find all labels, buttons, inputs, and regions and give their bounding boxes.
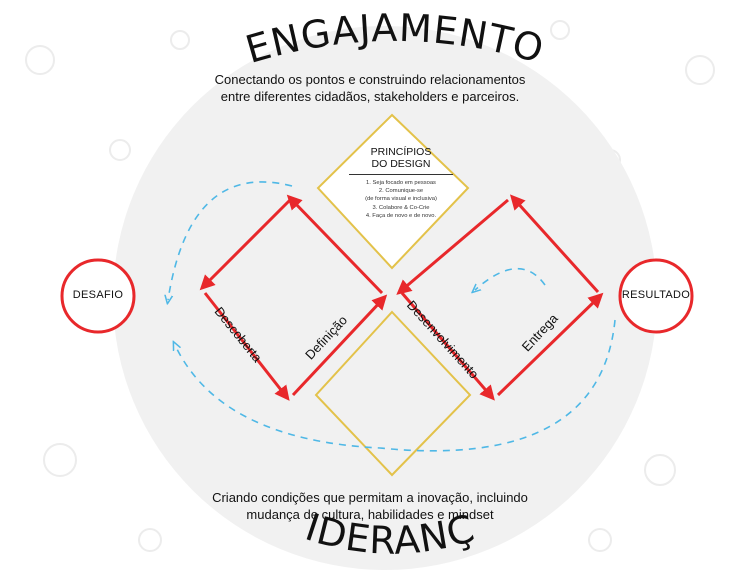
engagement-description-line-1: Conectando os pontos e construindo relac…: [214, 72, 526, 87]
outcome-label: RESULTADO: [621, 289, 691, 301]
engagement-description-line-2: entre diferentes cidadãos, stakeholders …: [220, 89, 520, 104]
feedback-arc-right: [475, 267, 546, 290]
right-double-diamond: [396, 194, 604, 401]
challenge-label: DESAFIO: [72, 289, 124, 301]
feedback-arc-bottom: [175, 319, 616, 452]
feedback-loops: [168, 181, 616, 452]
principle-item: 3. Colabore & Co-Crie: [372, 204, 430, 211]
leadership-description: Criando condições que permitam a inovaçã…: [0, 489, 740, 523]
principle-item: 2. Comunique-se: [378, 188, 424, 195]
principle-item: (de forma visual e inclusiva): [365, 196, 437, 203]
background-pattern: [25, 20, 715, 552]
principles-divider: [349, 174, 453, 175]
leadership-description-line-2: mudança de cultura, habilidades e mindse…: [246, 507, 494, 522]
principles-title-line-1: PRINCÍPIOS: [370, 146, 432, 158]
principles-diamond-bottom: [314, 310, 472, 477]
challenge-circle: [60, 258, 136, 334]
principle-item: 1. Seja focado em pessoas: [366, 180, 436, 186]
principle-item: 4. Faça de novo e de novo.: [365, 212, 437, 219]
left-double-diamond: [199, 194, 388, 401]
design-principles: PRINCÍPIOS DO DESIGN 1. Seja focado em p…: [332, 146, 470, 220]
principles-title-line-2: DO DESIGN: [371, 158, 431, 170]
leadership-description-line-1: Criando condições que permitam a inovaçã…: [212, 490, 528, 505]
outcome-circle: [618, 258, 694, 334]
engagement-description: Conectando os pontos e construindo relac…: [0, 71, 740, 105]
principles-diamond-top: [316, 113, 470, 270]
